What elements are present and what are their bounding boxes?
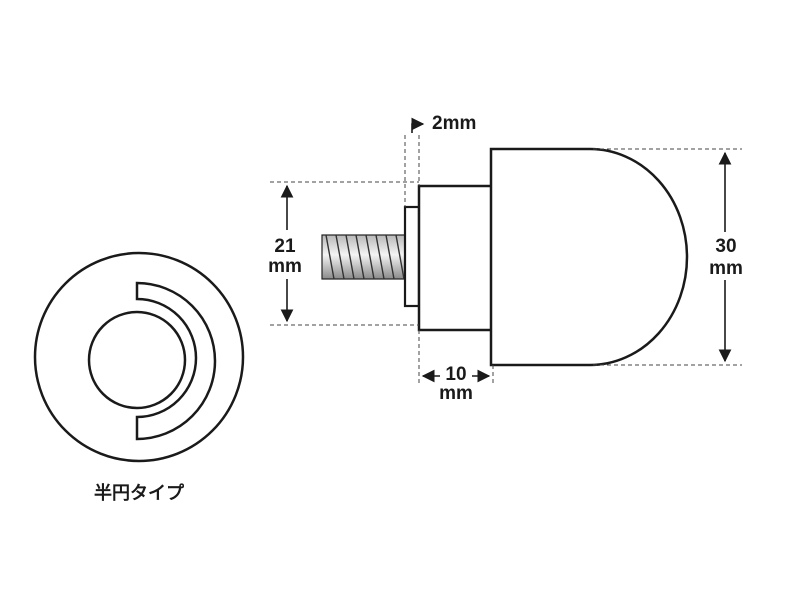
threaded-bolt xyxy=(321,234,406,280)
center-hole xyxy=(87,310,187,410)
front-view: 半円タイプ xyxy=(33,251,245,504)
extension-lines xyxy=(270,135,742,386)
body-diameter-unit: mm xyxy=(709,258,743,279)
washer xyxy=(403,205,421,308)
neck-length-value: 10 xyxy=(445,364,466,385)
body-diameter-value: 30 xyxy=(715,236,736,257)
neck xyxy=(417,184,495,332)
domed-body xyxy=(489,147,689,367)
dimension-arrows xyxy=(280,117,732,383)
half-circle-cap xyxy=(135,281,217,441)
washer-thickness-label: 2mm xyxy=(432,113,476,134)
neck-length-unit: mm xyxy=(439,383,473,404)
thread-diameter-value: 21 xyxy=(274,236,296,257)
outer-ring xyxy=(33,251,245,463)
side-view: 2mm 21 mm 30 mm 10 mm xyxy=(268,113,743,404)
front-view-caption: 半円タイプ xyxy=(94,482,185,504)
thread-diameter-unit: mm xyxy=(268,256,302,277)
